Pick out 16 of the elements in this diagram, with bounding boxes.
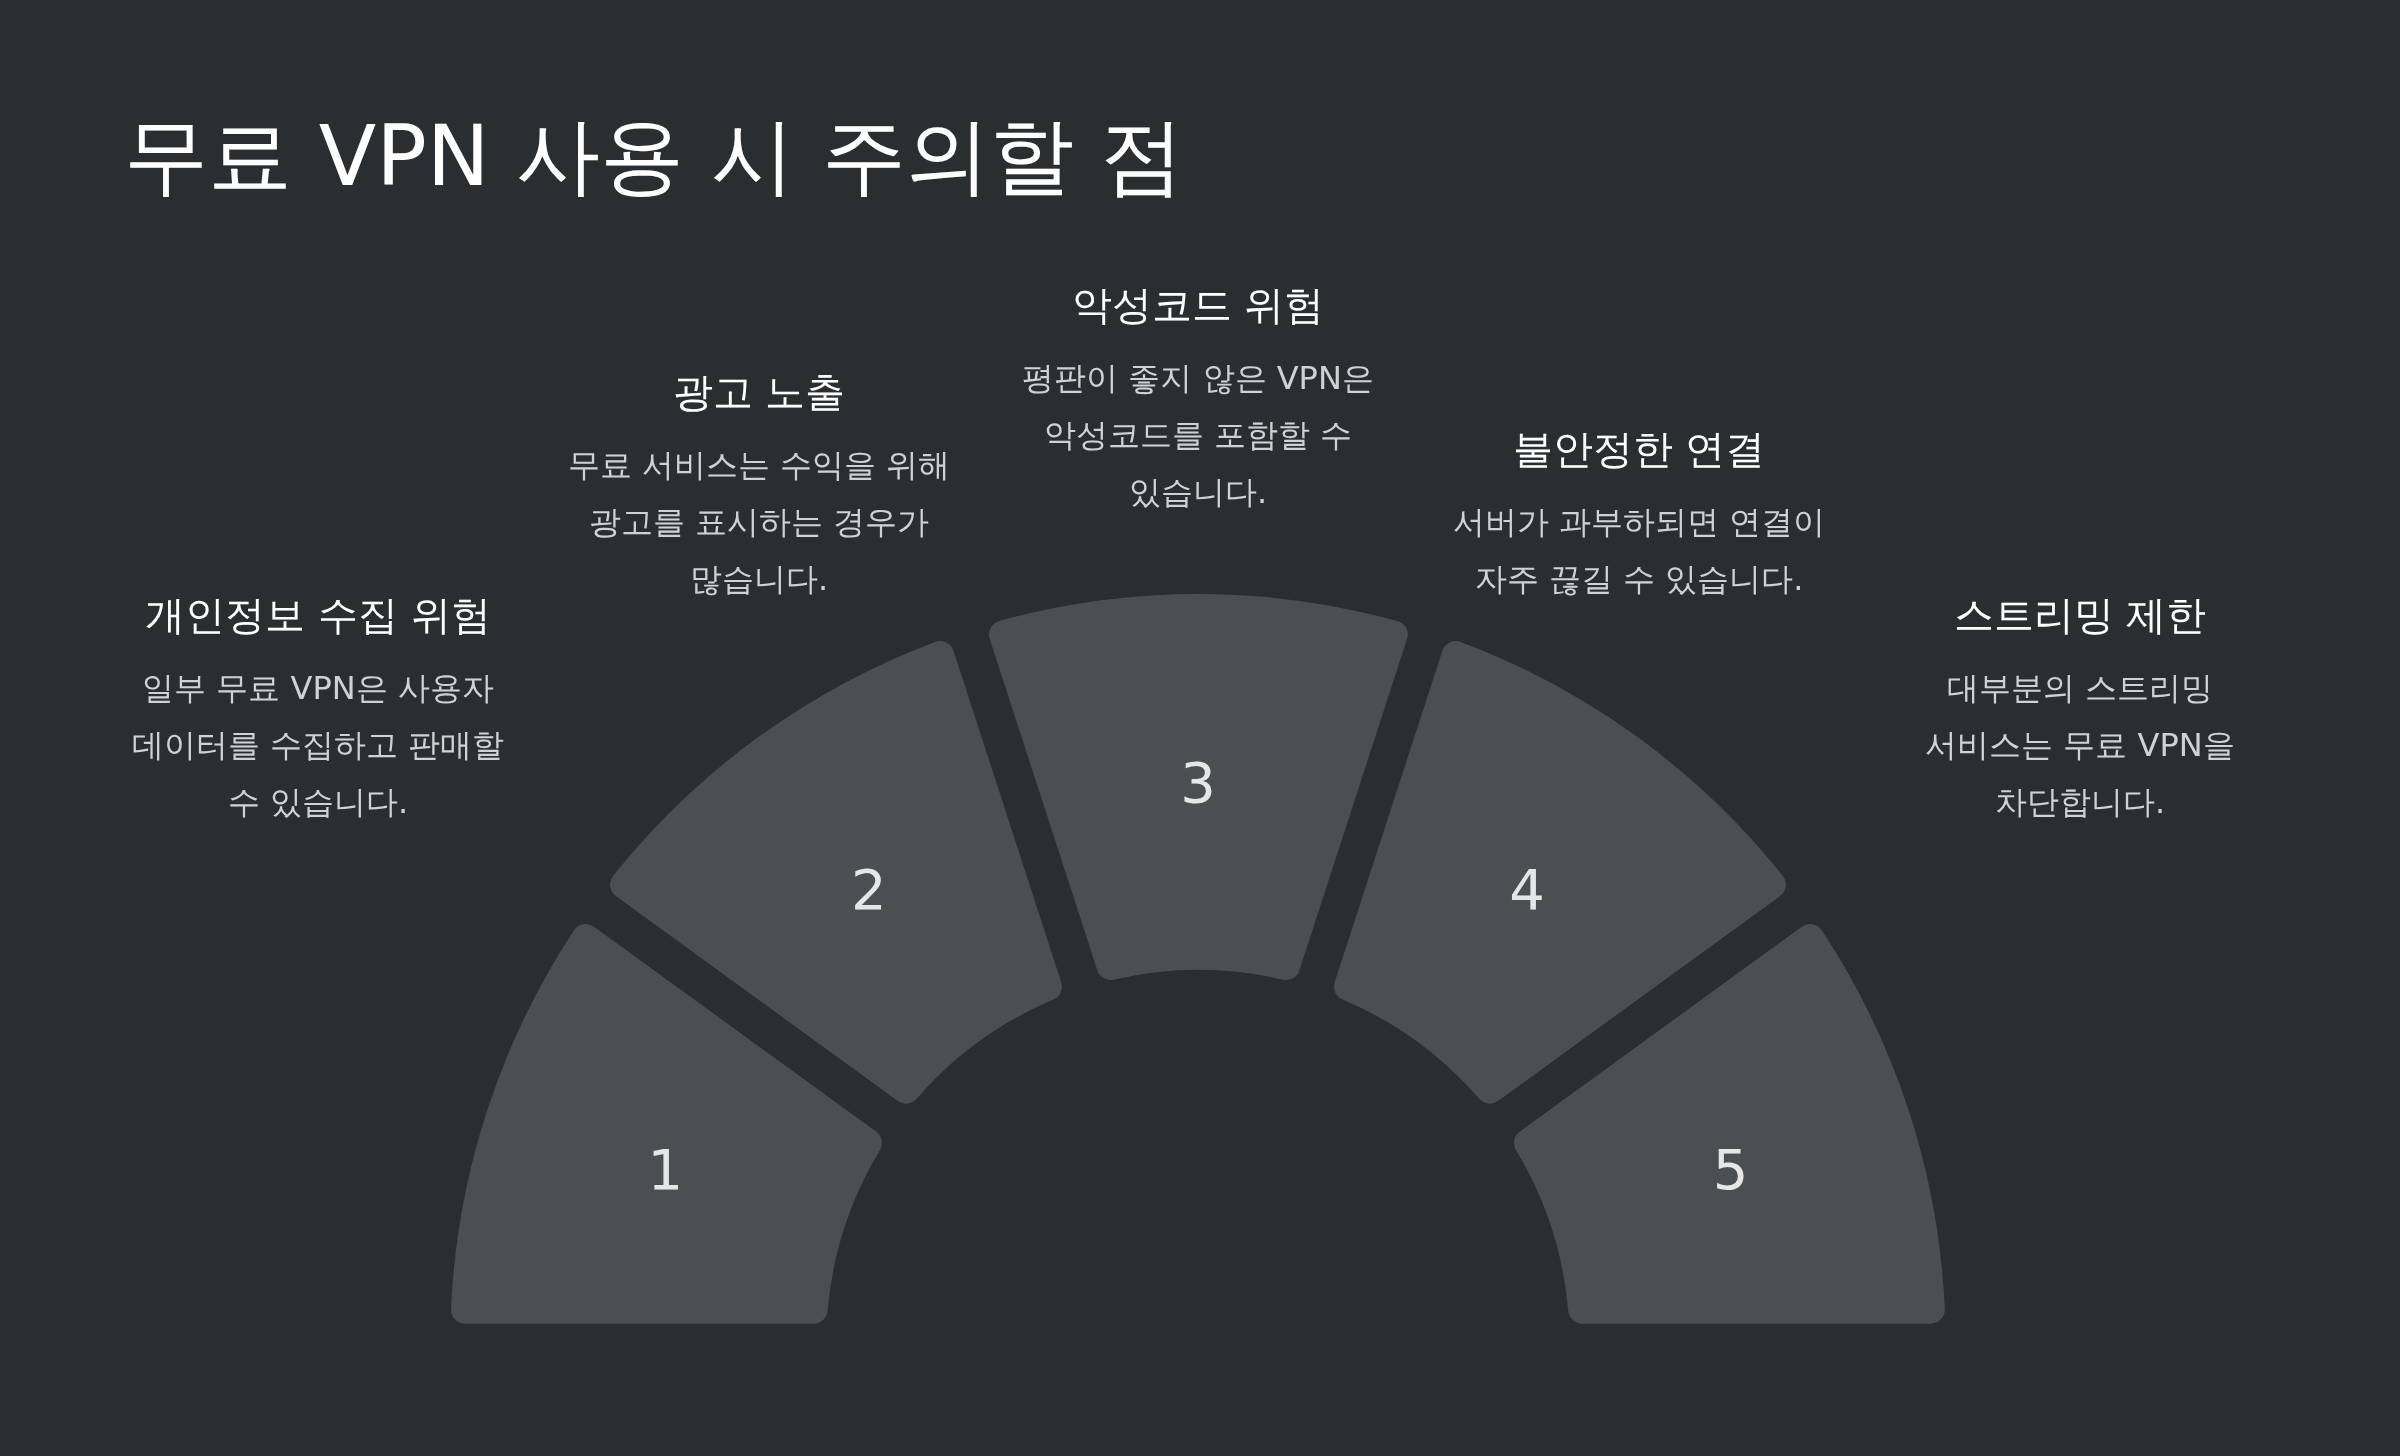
description-text: 평판이 좋지 않은 VPN은 악성코드를 포함할 수 있습니다. [1021, 358, 1375, 513]
description-text: 일부 무료 VPN은 사용자 데이터를 수집하고 판매할 수 있습니다. [130, 668, 506, 823]
step-number: 5 [1712, 1136, 1749, 1202]
description-text: 무료 서비스는 수익을 위해 광고를 표시하는 경우가 많습니다. [566, 445, 952, 600]
step-number: 4 [1509, 856, 1545, 922]
title: 무료 VPN 사용 시 주의할 점 [124, 106, 1185, 207]
section-heading: 광고 노출 [672, 368, 846, 417]
description-text: 대부분의 스트리밍 서비스는 무료 VPN을 차단합니다. [1924, 668, 2236, 823]
step-number: 1 [647, 1136, 684, 1202]
section-heading: 불안정한 연결 [1512, 425, 1766, 474]
section-heading: 스트리밍 제한 [1953, 591, 2207, 640]
section-heading: 악성코드 위험 [1071, 281, 1325, 330]
description-text: 서버가 과부하되면 연결이 자주 끊길 수 있습니다. [1451, 502, 1827, 600]
step-number: 2 [851, 856, 887, 922]
section-heading: 개인정보 수집 위험 [145, 591, 491, 640]
step-number: 3 [1180, 749, 1216, 815]
